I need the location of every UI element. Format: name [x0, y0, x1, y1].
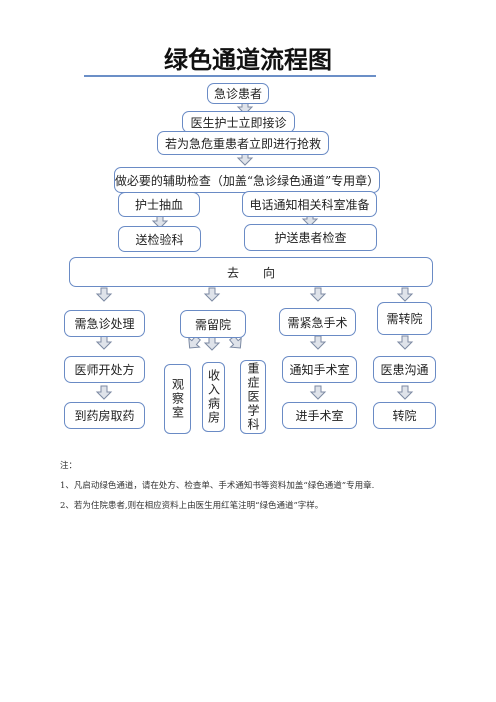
pharmacy-box: 到药房取药: [64, 402, 145, 429]
admit-ward-label: 收入病房: [206, 369, 221, 425]
nurse-blood-label: 护士抽血: [134, 198, 183, 212]
notify-or-box: 通知手术室: [282, 356, 357, 383]
arrow-down-9: [204, 287, 220, 302]
note-item: 1、凡启动绿色通道，请在处方、检查单、手术通知书等资料加盖“绿色通道”专用章.: [60, 481, 375, 491]
icu-box: 重症医学科: [240, 360, 266, 434]
arrow-down-14: [310, 335, 326, 350]
rescue-label: 若为急危重患者立即进行抢救: [164, 136, 321, 151]
surgery-box: 需紧急手术: [279, 308, 356, 336]
page-title: 绿色通道流程图: [164, 46, 332, 74]
outpatient-box: 需急诊处理: [64, 310, 145, 337]
patient-box: 急诊患者: [207, 83, 269, 104]
destination-label: 去 向: [226, 265, 275, 280]
outpatient-label: 需急诊处理: [74, 317, 135, 331]
pharmacy-label: 到药房取药: [74, 409, 135, 423]
nurse-blood-box: 护士抽血: [118, 192, 200, 217]
arrow-down-12: [96, 335, 112, 350]
icu-label: 重症医学科: [246, 362, 260, 432]
phone-notify-box: 电话通知相关科室准备: [242, 191, 377, 217]
arrow-down-17: [397, 385, 413, 400]
transfer-label: 需转院: [386, 312, 423, 326]
exam-box: 做必要的辅助检查（加盖“急诊绿色通道”专用章）: [114, 167, 380, 193]
notes-heading: 注：: [60, 461, 78, 471]
doctor-nurse-label: 医生护士立即接诊: [190, 115, 287, 130]
transfer-final-label: 转院: [392, 409, 417, 423]
send-lab-label: 送检验科: [135, 232, 184, 247]
arrow-down-15: [310, 385, 326, 400]
rescue-box: 若为急危重患者立即进行抢救: [157, 131, 329, 155]
transfer-box: 需转院: [377, 302, 432, 335]
title-underline: [84, 75, 376, 77]
arrow-down-10: [310, 287, 326, 302]
arrow-down-11: [397, 287, 413, 302]
prescription-box: 医师开处方: [64, 356, 145, 383]
exam-label: 做必要的辅助检查（加盖“急诊绿色通道”专用章）: [114, 173, 380, 188]
escort-exam-label: 护送患者检查: [274, 231, 347, 245]
escort-exam-box: 护送患者检查: [244, 224, 377, 251]
note-item: 2、若为住院患者,则在相应资料上由医生用红笔注明“绿色通道”字样。: [60, 501, 324, 511]
doctor-nurse-box: 医生护士立即接诊: [182, 111, 295, 133]
phone-notify-label: 电话通知相关科室准备: [249, 197, 370, 212]
observation-room-label: 观察室: [170, 378, 185, 420]
notes-section: 注： 1、凡启动绿色通道，请在处方、检查单、手术通知书等资料加盖“绿色通道”专用…: [60, 456, 374, 516]
stay-box: 需留院: [180, 310, 246, 338]
arrow-down-8: [96, 287, 112, 302]
observation-room-box: 观察室: [164, 364, 191, 434]
stay-label: 需留院: [194, 317, 231, 332]
admit-ward-box: 收入病房: [202, 362, 225, 432]
destination-box: 去 向: [69, 257, 433, 287]
enter-or-box: 进手术室: [282, 402, 357, 429]
communication-box: 医患沟通: [373, 356, 436, 383]
communication-label: 医患沟通: [380, 363, 429, 377]
enter-or-label: 进手术室: [295, 409, 344, 423]
notify-or-label: 通知手术室: [289, 363, 350, 377]
arrow-down-18: [204, 336, 220, 351]
transfer-final-box: 转院: [373, 402, 436, 429]
send-lab-box: 送检验科: [118, 226, 201, 252]
prescription-label: 医师开处方: [74, 363, 135, 377]
arrow-diag-left: [188, 335, 202, 349]
arrow-down-13: [96, 385, 112, 400]
patient-label: 急诊患者: [213, 87, 262, 101]
arrow-down-16: [397, 335, 413, 350]
surgery-label: 需紧急手术: [287, 315, 348, 330]
